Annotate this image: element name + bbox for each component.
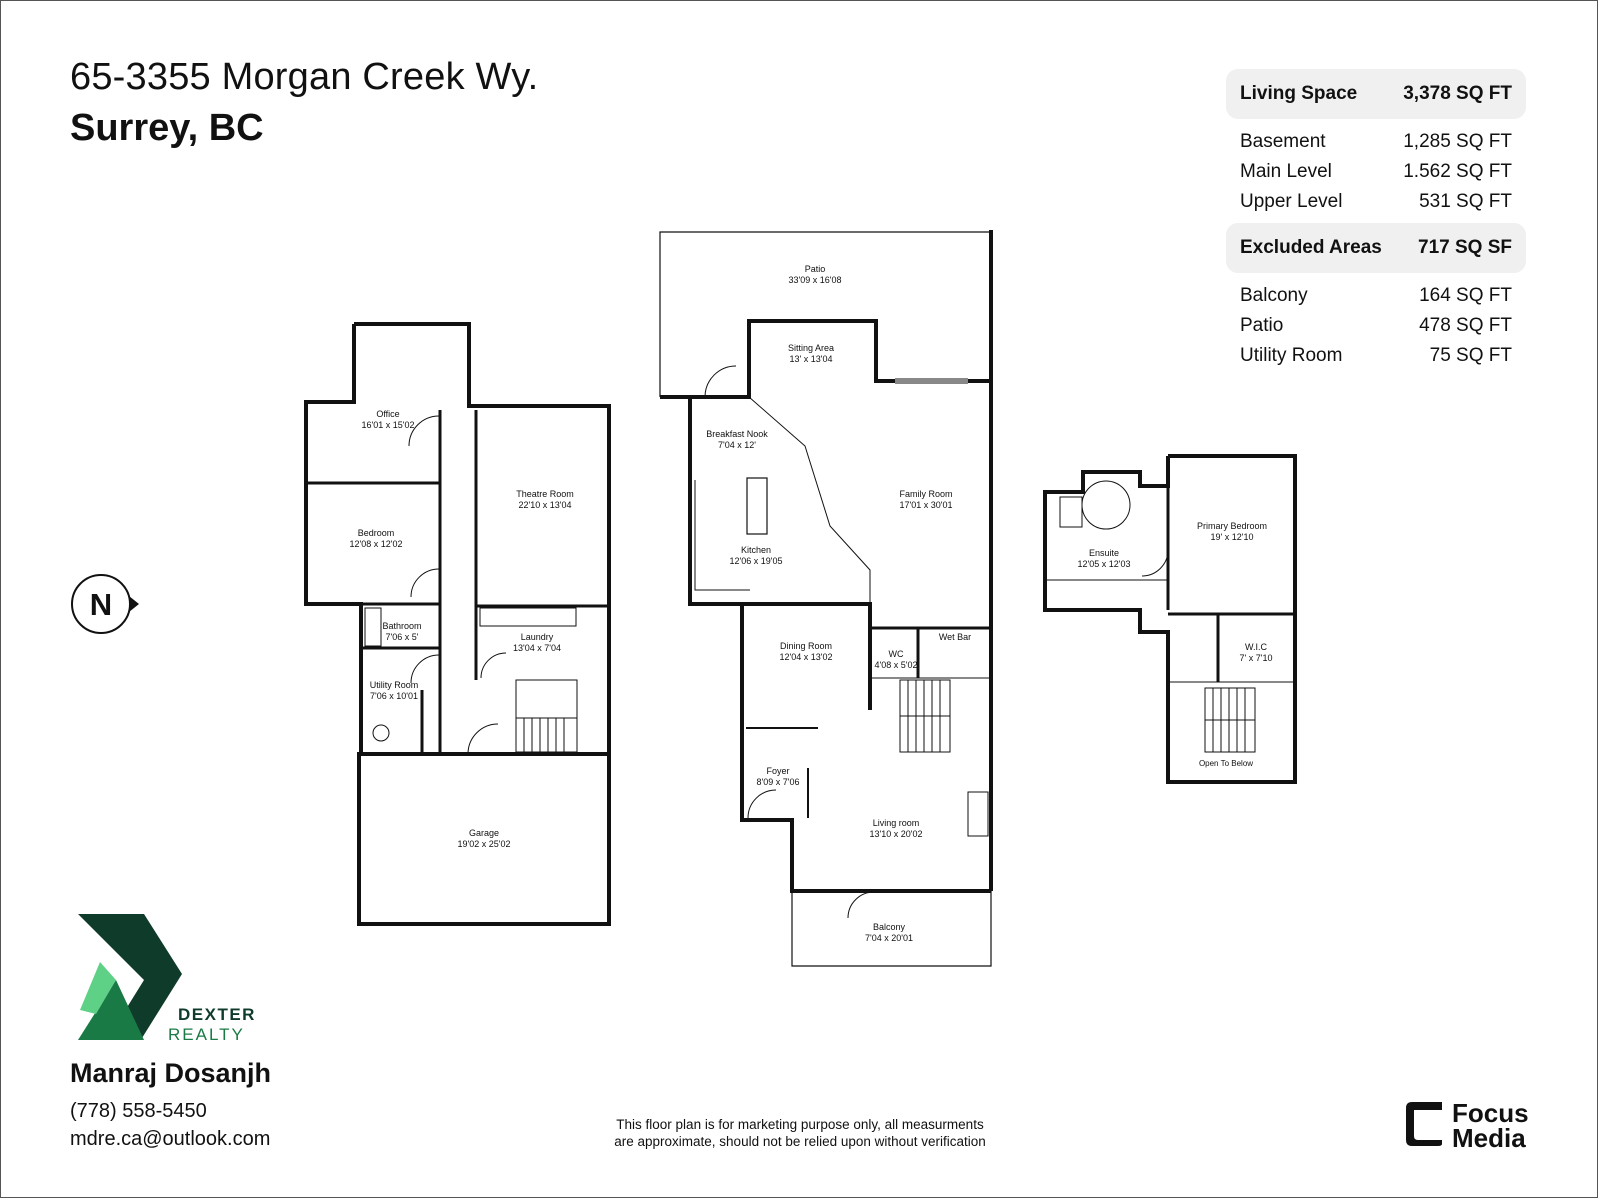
disclaimer-line2: are approximate, should not be relied up…: [614, 1134, 986, 1149]
focus-line1: Focus: [1452, 1100, 1529, 1128]
agent-phone: (778) 558-5450: [70, 1100, 207, 1122]
room-primary-name: Primary Bedroom: [1197, 521, 1267, 531]
area-value: 75 SQ FT: [1429, 345, 1512, 366]
room-dining-dim: 12'04 x 13'02: [780, 652, 833, 662]
room-foyer-dim: 8'09 x 7'06: [757, 777, 800, 787]
room-theatre-name: Theatre Room: [516, 489, 574, 499]
room-foyer-name: Foyer: [766, 766, 789, 776]
area-label: Upper Level: [1240, 191, 1343, 212]
room-bathroom-dim: 7'06 x 5': [386, 632, 419, 642]
upper-level-plan: [1043, 454, 1297, 784]
room-ensuite-dim: 12'05 x 12'03: [1078, 559, 1131, 569]
room-sitting-name: Sitting Area: [788, 343, 834, 353]
room-living-name: Living room: [873, 818, 920, 828]
room-bedroom-name: Bedroom: [358, 528, 395, 538]
excluded-areas-label: Excluded Areas: [1240, 237, 1382, 258]
excluded-areas-row: Excluded Areas 717 SQ SF: [1226, 223, 1526, 273]
area-row-balcony: Balcony 164 SQ FT: [1226, 281, 1526, 311]
room-bathroom-name: Bathroom: [382, 621, 421, 631]
room-wic-dim: 7' x 7'10: [1240, 653, 1273, 663]
address-line2: Surrey, BC: [70, 107, 264, 149]
main-level-plan: [659, 230, 993, 967]
area-label: Patio: [1240, 315, 1284, 336]
area-value: 164 SQ FT: [1419, 285, 1512, 306]
room-office-dim: 16'01 x 15'02: [362, 420, 415, 430]
room-office-name: Office: [376, 409, 399, 419]
area-label: Main Level: [1240, 161, 1332, 182]
living-space-value: 3,378 SQ FT: [1403, 83, 1512, 104]
area-label: Balcony: [1240, 285, 1308, 306]
north-compass-icon: N: [71, 574, 139, 634]
room-wic-name: W.I.C: [1245, 642, 1267, 652]
room-family-name: Family Room: [899, 489, 952, 499]
dexter-realty-logo: DEXTER REALTY: [78, 914, 256, 1044]
address-line1: 65-3355 Morgan Creek Wy.: [70, 56, 539, 98]
compass-label: N: [90, 587, 112, 622]
brand-line1: DEXTER: [178, 1005, 256, 1024]
area-row-utility: Utility Room 75 SQ FT: [1226, 341, 1526, 371]
room-sitting-dim: 13' x 13'04: [790, 354, 833, 364]
area-summary: Living Space 3,378 SQ FT Basement 1,285 S…: [1226, 69, 1526, 371]
room-laundry-name: Laundry: [521, 632, 554, 642]
room-patio-dim: 33'09 x 16'08: [789, 275, 842, 285]
area-row-basement: Basement 1,285 SQ FT: [1226, 127, 1526, 157]
area-value: 531 SQ FT: [1419, 191, 1512, 212]
room-nook-name: Breakfast Nook: [706, 429, 768, 439]
room-wetbar-name: Wet Bar: [939, 632, 971, 642]
area-label: Utility Room: [1240, 345, 1343, 366]
room-primary-dim: 19' x 12'10: [1211, 532, 1254, 542]
area-value: 478 SQ FT: [1419, 315, 1512, 336]
focus-media-logo: Focus Media: [1406, 1100, 1529, 1150]
room-nook-dim: 7'04 x 12': [718, 440, 756, 450]
agent-name: Manraj Dosanjh: [70, 1058, 272, 1088]
area-row-patio: Patio 478 SQ FT: [1226, 311, 1526, 341]
room-opentobelow-name: Open To Below: [1199, 759, 1253, 768]
room-wc-name: WC: [889, 649, 904, 659]
room-theatre-dim: 22'10 x 13'04: [519, 500, 572, 510]
room-patio-name: Patio: [805, 264, 826, 274]
area-value: 1,285 SQ FT: [1403, 131, 1512, 152]
room-garage-name: Garage: [469, 828, 499, 838]
living-space-label: Living Space: [1240, 83, 1358, 104]
brand-line2: REALTY: [168, 1025, 245, 1044]
room-kitchen-dim: 12'06 x 19'05: [730, 556, 783, 566]
room-dining-name: Dining Room: [780, 641, 832, 651]
basement-plan: [304, 322, 611, 926]
room-utility-dim: 7'06 x 10'01: [370, 691, 418, 701]
room-ensuite-name: Ensuite: [1089, 548, 1119, 558]
area-value: 1.562 SQ FT: [1403, 161, 1512, 182]
agent-email: mdre.ca@outlook.com: [70, 1128, 271, 1150]
room-bedroom-dim: 12'08 x 12'02: [350, 539, 403, 549]
excluded-areas-value: 717 SQ SF: [1418, 237, 1512, 258]
focus-line2: Media: [1452, 1123, 1526, 1150]
room-utility-name: Utility Room: [370, 680, 419, 690]
disclaimer: This floor plan is for marketing purpose…: [580, 1116, 1020, 1150]
room-living-dim: 13'10 x 20'02: [870, 829, 923, 839]
room-garage-dim: 19'02 x 25'02: [458, 839, 511, 849]
living-space-row: Living Space 3,378 SQ FT: [1226, 69, 1526, 119]
room-kitchen-name: Kitchen: [741, 545, 771, 555]
room-family-dim: 17'01 x 30'01: [900, 500, 953, 510]
area-label: Basement: [1240, 131, 1326, 152]
room-wc-dim: 4'08 x 5'02: [875, 660, 918, 670]
area-row-upper: Upper Level 531 SQ FT: [1226, 187, 1526, 217]
area-row-main: Main Level 1.562 SQ FT: [1226, 157, 1526, 187]
room-balcony-dim: 7'04 x 20'01: [865, 933, 913, 943]
room-laundry-dim: 13'04 x 7'04: [513, 643, 561, 653]
room-balcony-name: Balcony: [873, 922, 906, 932]
disclaimer-line1: This floor plan is for marketing purpose…: [616, 1117, 984, 1132]
